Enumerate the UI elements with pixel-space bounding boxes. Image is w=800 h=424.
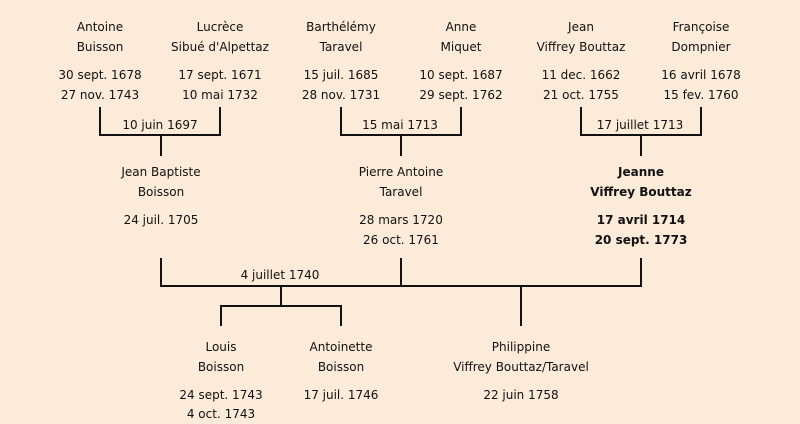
connector-line <box>580 107 582 136</box>
birth-date: 24 juil. 1705 <box>123 213 199 227</box>
birth-date: 11 dec. 1662 <box>541 68 621 82</box>
last-name: Sibué d'Alpettaz <box>171 40 269 54</box>
connector-line <box>700 107 702 136</box>
last-name: Boisson <box>317 360 365 374</box>
connector-line <box>460 107 462 136</box>
first-name: Antoine <box>76 20 124 34</box>
first-name: Philippine <box>491 340 551 354</box>
birth-date: 17 sept. 1671 <box>178 68 262 82</box>
connector-line <box>340 107 342 136</box>
death-date: 27 nov. 1743 <box>60 88 140 102</box>
first-name: Pierre Antoine <box>358 165 444 179</box>
first-name: Antoinette <box>309 340 373 354</box>
death-date: 20 sept. 1773 <box>594 233 688 247</box>
birth-date: 15 juil. 1685 <box>303 68 379 82</box>
last-name: Viffrey Bouttaz <box>590 185 692 199</box>
last-name: Buisson <box>76 40 124 54</box>
connector-line <box>160 258 162 287</box>
last-name: Taravel <box>379 185 423 199</box>
first-name: Barthélémy <box>306 20 376 34</box>
connector-line <box>400 134 402 156</box>
death-date: 4 oct. 1743 <box>186 407 256 421</box>
connector-line <box>220 305 222 326</box>
birth-date: 17 avril 1714 <box>596 213 686 227</box>
first-name: Anne <box>445 20 477 34</box>
last-name: Taravel <box>319 40 363 54</box>
last-name: Viffrey Bouttaz <box>536 40 626 54</box>
death-date: 28 nov. 1731 <box>301 88 381 102</box>
connector-line <box>99 107 101 136</box>
first-name: Jean Baptiste <box>121 165 201 179</box>
marriage-date: 15 mai 1713 <box>362 118 438 132</box>
first-name: Louis <box>205 340 237 354</box>
last-name: Miquet <box>440 40 482 54</box>
first-name: Jeanne <box>618 165 664 179</box>
last-name: Viffrey Bouttaz/Taravel <box>453 360 589 374</box>
death-date: 26 oct. 1761 <box>363 233 439 247</box>
birth-date: 30 sept. 1678 <box>58 68 142 82</box>
marriage-date: 4 juillet 1740 <box>240 268 320 282</box>
connector-line <box>340 305 342 326</box>
first-name: Lucrèce <box>196 20 244 34</box>
birth-date: 16 avril 1678 <box>661 68 741 82</box>
connector-line <box>400 258 402 287</box>
last-name: Boisson <box>197 360 245 374</box>
birth-date: 17 juil. 1746 <box>303 388 379 402</box>
connector-line <box>280 285 282 306</box>
birth-date: 22 juin 1758 <box>483 388 559 402</box>
death-date: 29 sept. 1762 <box>419 88 503 102</box>
connector-line <box>160 134 162 156</box>
connector-line <box>160 285 642 287</box>
marriage-date: 17 juillet 1713 <box>596 118 684 132</box>
death-date: 10 mai 1732 <box>182 88 258 102</box>
last-name: Boisson <box>137 185 185 199</box>
birth-date: 24 sept. 1743 <box>179 388 263 402</box>
connector-line <box>220 305 342 307</box>
connector-line <box>520 285 522 326</box>
birth-date: 10 sept. 1687 <box>419 68 503 82</box>
connector-line <box>640 134 642 156</box>
first-name: Jean <box>568 20 594 34</box>
connector-line <box>640 258 642 287</box>
death-date: 15 fev. 1760 <box>663 88 739 102</box>
first-name: Françoise <box>672 20 730 34</box>
birth-date: 28 mars 1720 <box>359 213 443 227</box>
connector-line <box>219 107 221 136</box>
last-name: Dompnier <box>671 40 731 54</box>
death-date: 21 oct. 1755 <box>543 88 619 102</box>
marriage-date: 10 juin 1697 <box>122 118 198 132</box>
